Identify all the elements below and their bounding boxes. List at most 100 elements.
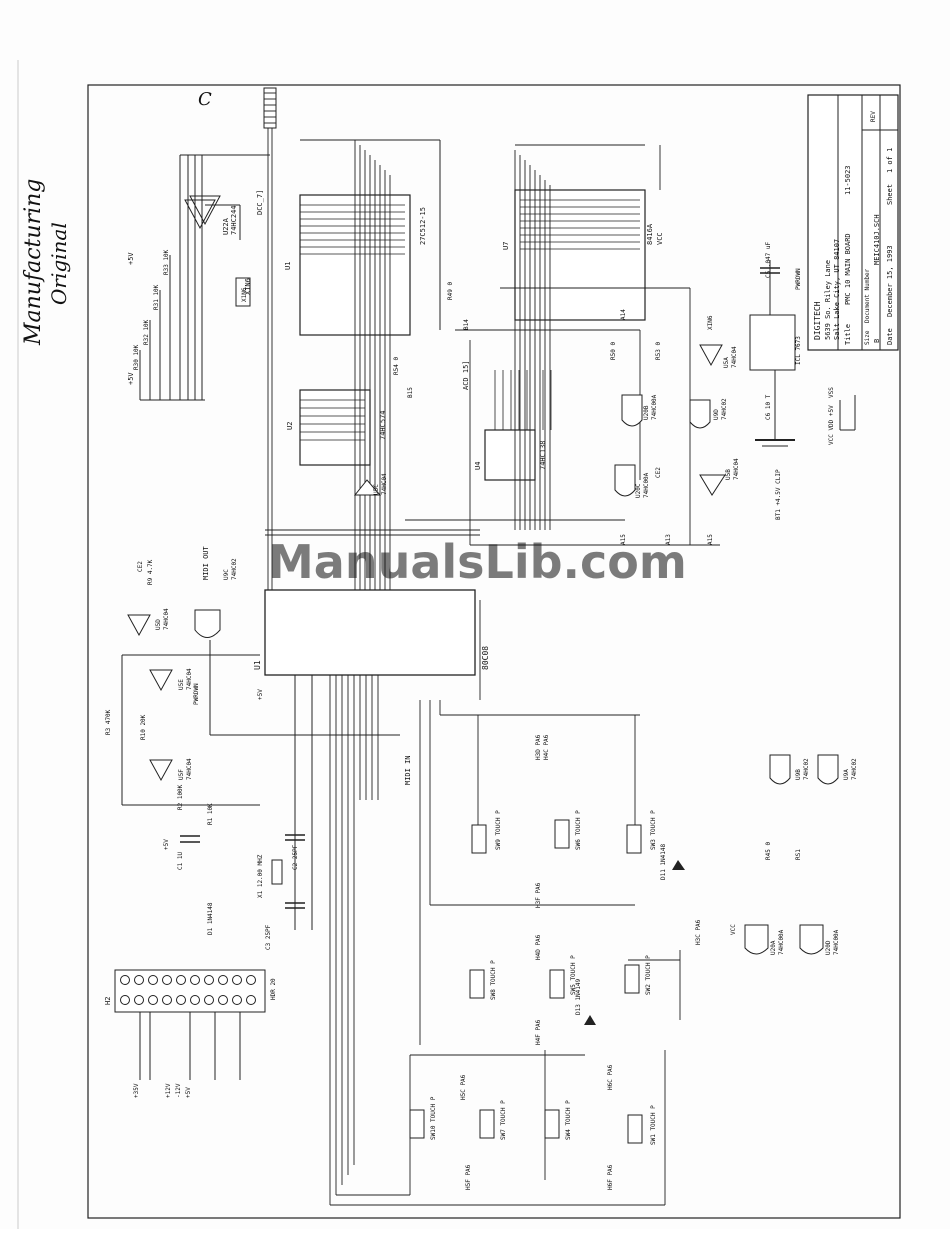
svg-text:R33 10K: R33 10K <box>163 249 170 275</box>
svg-text:+12V: +12V <box>165 1083 172 1098</box>
svg-text:R2 100K: R2 100K <box>177 784 184 810</box>
svg-text:Salt Lake City, UT 84107: Salt Lake City, UT 84107 <box>833 239 841 340</box>
svg-text:SW3 TOUCH P: SW3 TOUCH P <box>650 810 657 850</box>
svg-text:D1 1N4148: D1 1N4148 <box>207 902 214 935</box>
svg-text:MIDI IN: MIDI IN <box>404 755 412 785</box>
svg-text:74HC02: 74HC02 <box>721 398 728 420</box>
svg-text:CE2: CE2 <box>655 467 662 478</box>
svg-text:ACD_15]: ACD_15] <box>462 360 470 390</box>
header-pin <box>148 995 158 1005</box>
svg-text:27C512-15: 27C512-15 <box>419 207 427 245</box>
svg-text:SW8 TOUCH P: SW8 TOUCH P <box>490 960 497 1000</box>
svg-text:Manufacturing: Manufacturing <box>21 179 46 346</box>
svg-text:R3 470K: R3 470K <box>105 709 112 735</box>
svg-text:ICL 7673: ICL 7673 <box>795 336 802 365</box>
svg-text:U20D: U20D <box>825 940 832 955</box>
svg-text:PMC 10 MAIN BOARD: PMC 10 MAIN BOARD <box>844 233 852 305</box>
svg-text:74HC02: 74HC02 <box>803 758 810 780</box>
touch-switches: SW9 TOUCH P SW6 TOUCH P SW3 TOUCH P SW8 … <box>409 734 702 1190</box>
ic-u7-ram: U7 8416A VCC <box>502 144 664 321</box>
header-h2: H2 HDR 20 +35V +12V -12V +5V <box>104 969 277 1098</box>
bus-lines <box>265 90 720 700</box>
svg-text:H4D PA6: H4D PA6 <box>535 934 542 960</box>
svg-text:U9C: U9C <box>223 569 230 580</box>
svg-text:Sheet: Sheet <box>886 184 894 205</box>
svg-text:H5C PA6: H5C PA6 <box>460 1074 467 1100</box>
svg-text:+35V: +35V <box>133 1083 140 1098</box>
svg-text:11-5023: 11-5023 <box>844 165 852 195</box>
svg-text:74HC00A: 74HC00A <box>651 394 658 420</box>
header-pin <box>134 975 144 985</box>
svg-text:H2: H2 <box>104 997 112 1005</box>
svg-text:SW4 TOUCH P: SW4 TOUCH P <box>565 1100 572 1140</box>
svg-text:74HC04: 74HC04 <box>381 473 388 495</box>
sheet-border <box>87 84 901 1219</box>
header-pin <box>232 975 242 985</box>
svg-text:+5V: +5V <box>185 1087 192 1098</box>
svg-text:74HC02: 74HC02 <box>231 558 238 580</box>
svg-text:U20A: U20A <box>770 940 777 955</box>
svg-text:VCC: VCC <box>656 232 664 245</box>
header-pin <box>148 975 158 985</box>
svg-text:C1 1U: C1 1U <box>177 852 184 870</box>
svg-text:R30 10K: R30 10K <box>133 344 140 370</box>
svg-text:H3D PA6: H3D PA6 <box>535 734 542 760</box>
header-pin <box>120 995 130 1005</box>
svg-text:C3 25PF: C3 25PF <box>265 924 272 950</box>
svg-text:SW2 TOUCH P: SW2 TOUCH P <box>645 955 652 995</box>
svg-text:RS1: RS1 <box>795 849 802 860</box>
net-labels: B14 B15 R54 0 R49 0 A15 A13 A15 A14 <box>393 282 714 545</box>
svg-text:U9D: U9D <box>713 409 720 420</box>
header-pin <box>134 995 144 1005</box>
header-pin <box>176 995 186 1005</box>
svg-text:R45 0: R45 0 <box>765 842 772 860</box>
svg-text:Title: Title <box>844 324 852 345</box>
svg-text:U7: U7 <box>502 242 510 250</box>
svg-text:C: C <box>198 89 212 110</box>
handwritten-note: Manufacturing Original <box>21 179 71 346</box>
svg-text:R53 0: R53 0 <box>655 342 662 360</box>
svg-text:DCC_7]: DCC_7] <box>256 190 264 215</box>
svg-text:HDR 20: HDR 20 <box>270 978 277 1000</box>
svg-text:H4F PA6: H4F PA6 <box>535 1019 542 1045</box>
svg-text:U5C: U5C <box>373 484 380 495</box>
svg-text:74HC00A: 74HC00A <box>778 929 785 955</box>
svg-text:H3F PA6: H3F PA6 <box>535 882 542 908</box>
resistor-bank-pullups: R30 10K R32 10K R31 10K R33 10K +5V +5V <box>127 249 205 401</box>
svg-text:8416A: 8416A <box>646 223 654 245</box>
header-pin <box>162 975 172 985</box>
svg-text:74HC138: 74HC138 <box>539 440 547 470</box>
svg-text:-12V: -12V <box>175 1083 182 1098</box>
svg-text:U5A: U5A <box>723 357 730 368</box>
svg-text:+5V: +5V <box>127 372 135 385</box>
header-pin <box>232 995 242 1005</box>
header-pin <box>190 975 200 985</box>
svg-text:SW10 TOUCH P: SW10 TOUCH P <box>430 1096 437 1140</box>
svg-text:74HC244: 74HC244 <box>230 205 238 235</box>
header-pin <box>204 975 214 985</box>
svg-text:BT1 +4.5V CLIP: BT1 +4.5V CLIP <box>775 469 782 520</box>
svg-text:+5V: +5V <box>127 252 135 265</box>
svg-text:74HC574: 74HC574 <box>379 410 387 440</box>
svg-text:Document Number: Document Number <box>864 268 871 323</box>
svg-text:A15: A15 <box>707 534 714 545</box>
svg-text:SW7 TOUCH P: SW7 TOUCH P <box>500 1100 507 1140</box>
header-pin <box>120 975 130 985</box>
svg-text:VCC VDD +5V: VCC VDD +5V <box>828 405 835 445</box>
svg-text:U1: U1 <box>253 660 262 670</box>
midi-in-label: MIDI IN <box>404 755 412 785</box>
svg-text:R50 0: R50 0 <box>610 342 617 360</box>
svg-text:80C08: 80C08 <box>481 646 490 670</box>
svg-text:B: B <box>873 339 881 343</box>
svg-text:74HC04: 74HC04 <box>733 458 740 480</box>
svg-text:R31 10K: R31 10K <box>153 284 160 310</box>
svg-text:U9B: U9B <box>795 769 802 780</box>
